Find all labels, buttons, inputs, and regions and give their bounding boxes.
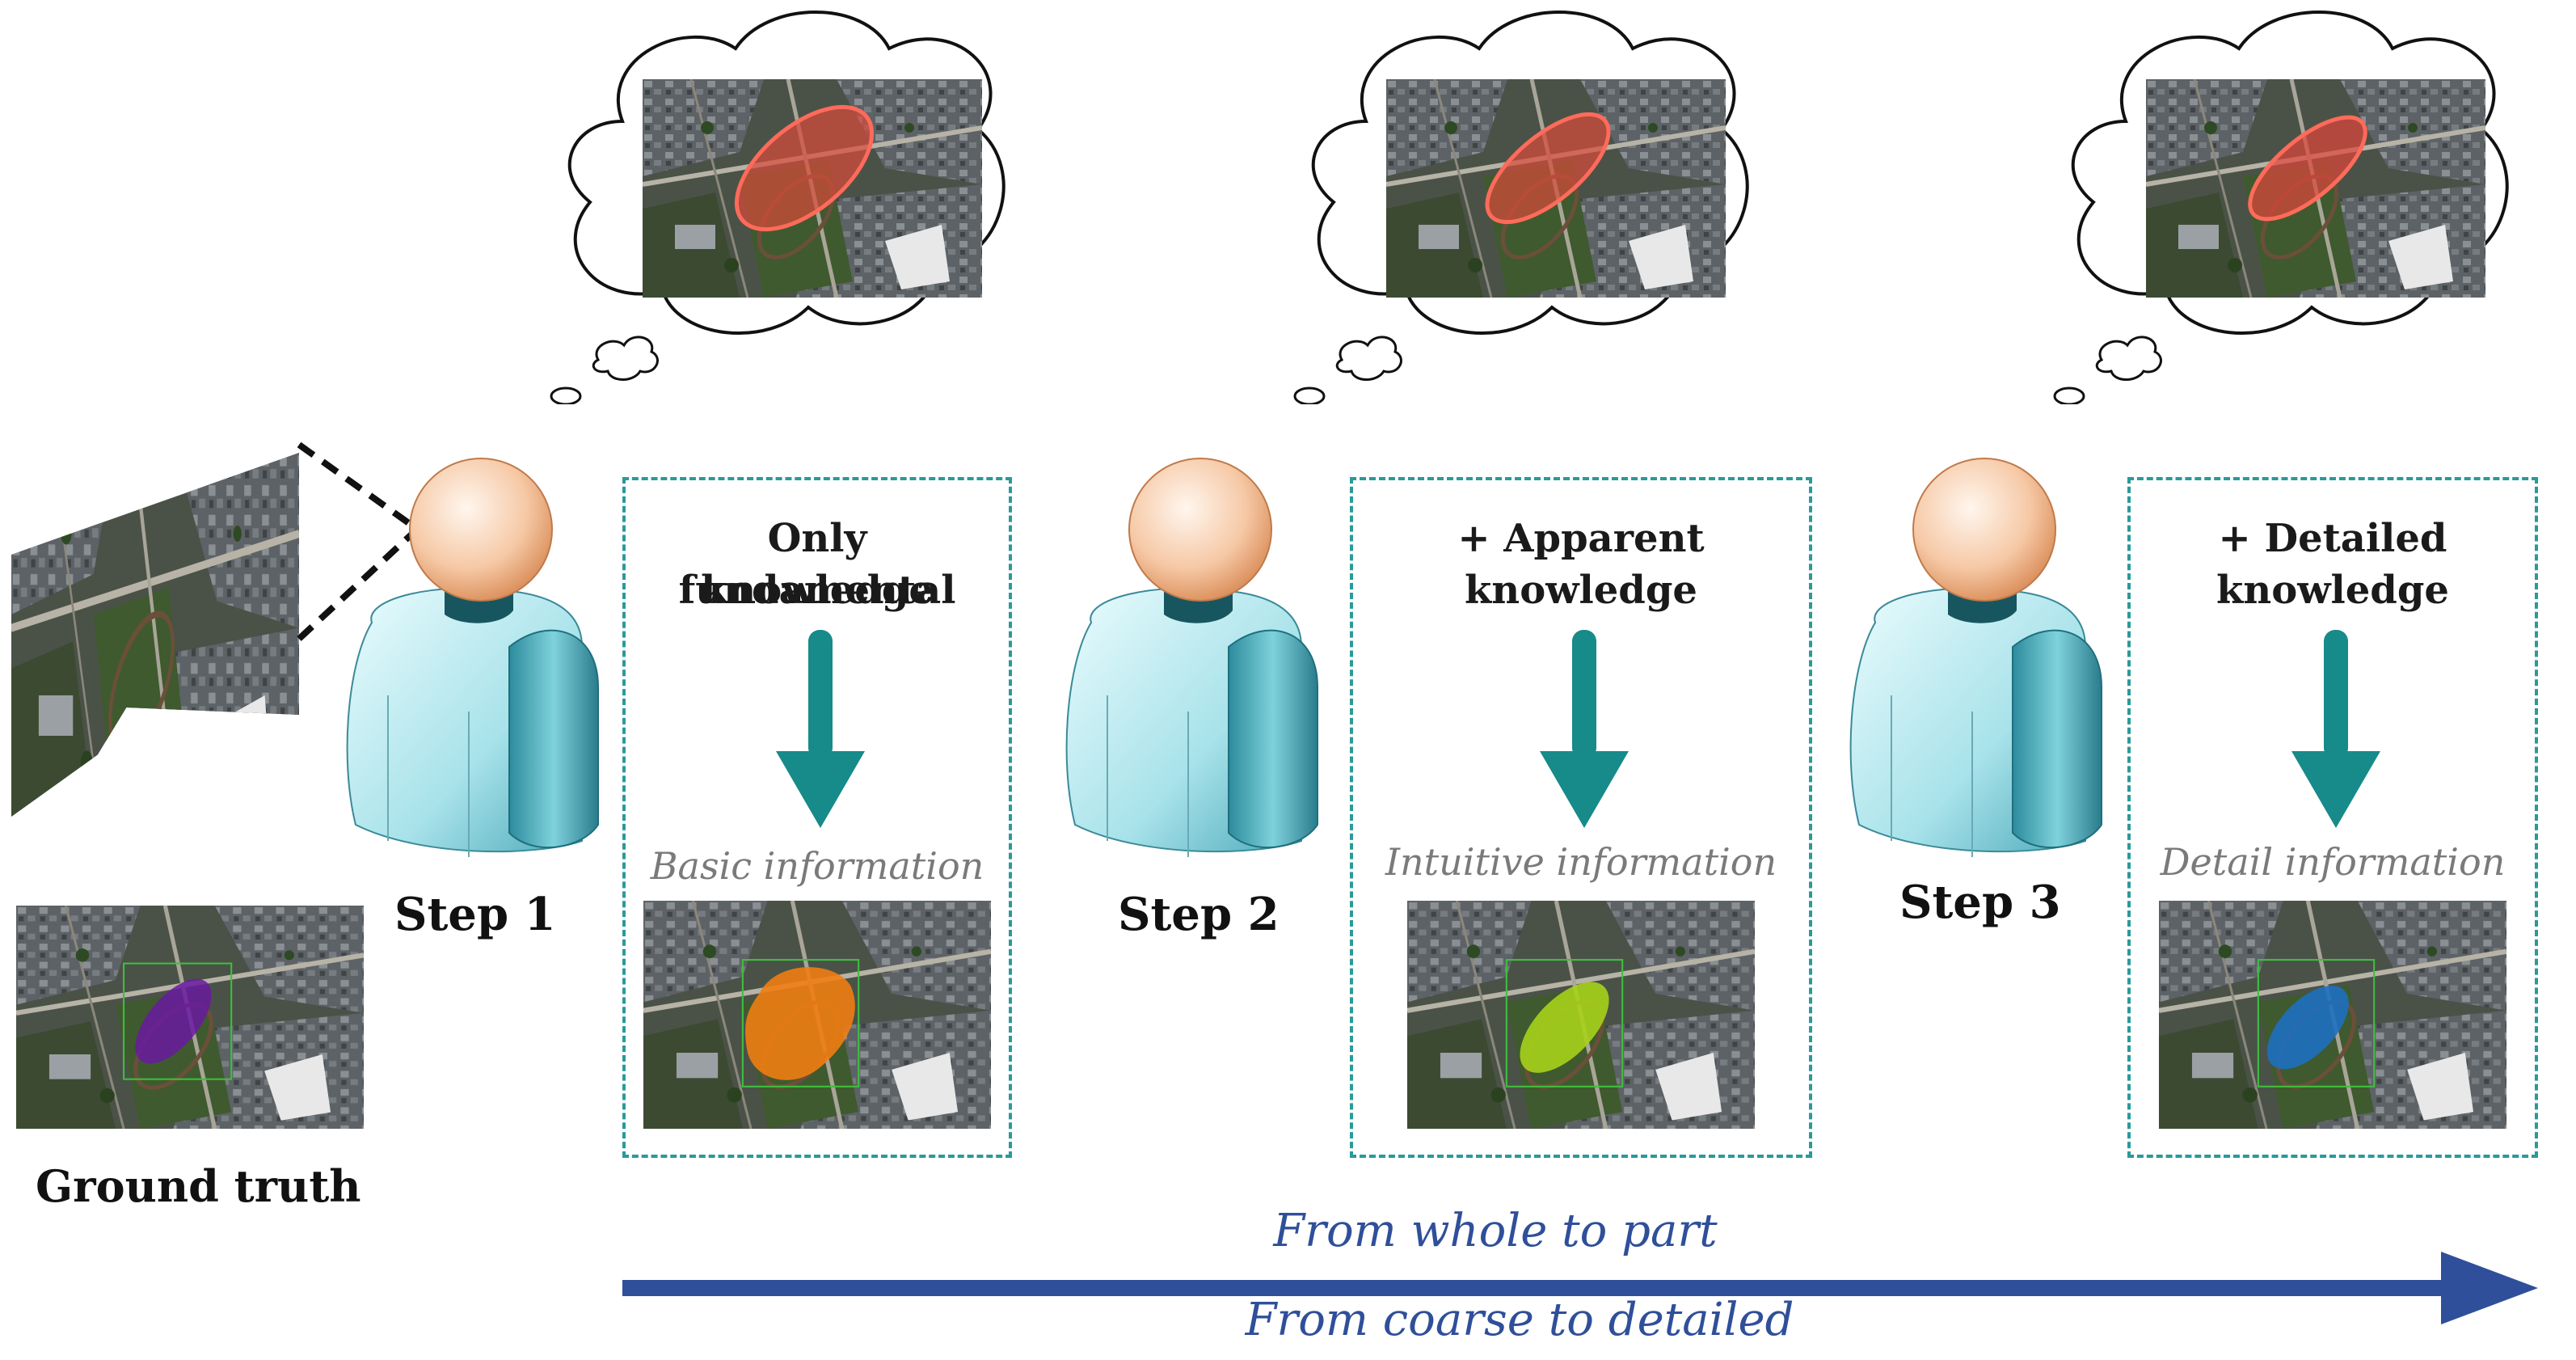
person-icon [1843, 453, 2118, 873]
arrow-down-icon [1540, 630, 1629, 832]
zoom-lines [297, 441, 415, 641]
flow-top-label: From whole to part [1273, 1205, 1718, 1257]
info-label: Basic information [650, 844, 984, 888]
flow-arrow [622, 1252, 2538, 1324]
ground-truth-image [16, 906, 364, 1129]
flow-bottom-label: From coarse to detailed [1245, 1294, 1794, 1346]
thought-image [2146, 79, 2485, 298]
knowledge-box: + Apparent knowledge Intuitive informatio… [1350, 477, 1812, 1158]
knowledge-label: knowledge [2216, 568, 2449, 613]
step-3-label: Step 3 [1899, 876, 2061, 929]
knowledge-label: Only fundamental [678, 516, 956, 613]
result-image [2159, 901, 2506, 1129]
result-image [643, 901, 991, 1129]
knowledge-label: + Detailed [2218, 516, 2447, 561]
person-icon [1059, 453, 1334, 873]
step-1-label: Step 1 [394, 888, 556, 941]
result-image [1407, 901, 1755, 1129]
knowledge-label: knowledge [1465, 568, 1697, 613]
ground-truth-mask [135, 978, 212, 1064]
knowledge-box: + Detailed knowledge Detail information [2127, 477, 2538, 1158]
arrow-down-icon [776, 630, 865, 832]
person-icon [339, 453, 614, 873]
knowledge-label: + Apparent [1457, 516, 1705, 561]
oblique-satellite-image [11, 453, 299, 817]
thought-image [1386, 79, 1726, 298]
thought-image [643, 79, 982, 298]
knowledge-label: knowledge [701, 568, 934, 613]
step-2-label: Step 2 [1118, 888, 1280, 941]
ground-truth-label: Ground truth [36, 1160, 361, 1212]
info-label: Detail information [2160, 840, 2506, 884]
arrow-down-icon [2291, 630, 2380, 832]
info-label: Intuitive information [1385, 840, 1777, 884]
